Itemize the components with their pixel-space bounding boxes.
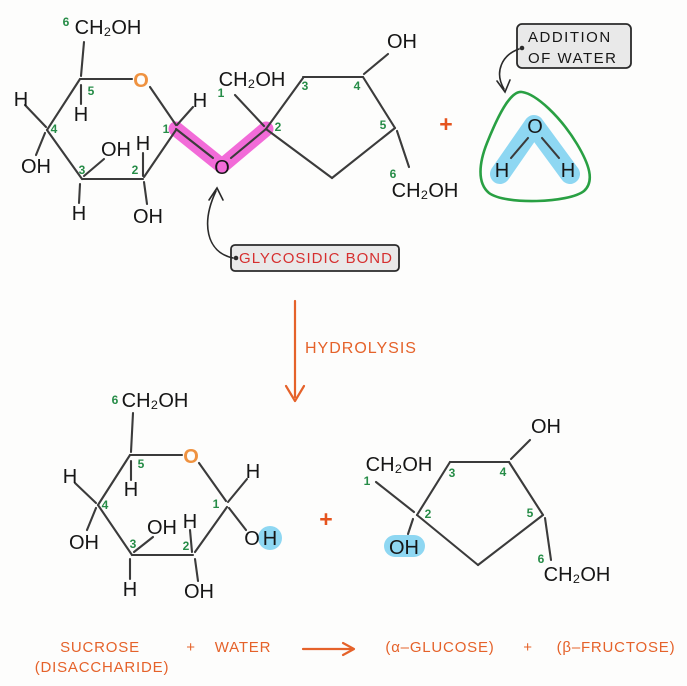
carbon-number-6: 6: [63, 15, 70, 29]
anomeric-oxygen: O: [244, 528, 260, 550]
sucrose-glucose-unit: 6 CH₂OH O 5 H H 4 1 H OH OH H 3 2 H OH O: [14, 15, 274, 228]
h-label: H: [72, 203, 86, 225]
ch2oh-label: CH₂OH: [392, 180, 459, 202]
carbon-number-4: 4: [354, 79, 361, 93]
plus-sign-top: +: [439, 111, 452, 137]
h-label: H: [183, 511, 197, 533]
glucose-bonds: [73, 411, 249, 583]
ring-oxygen: O: [183, 446, 199, 468]
glucose-bonds: [23, 40, 268, 206]
carbon-number-3: 3: [302, 79, 309, 93]
oh-label: OH: [387, 31, 417, 53]
carbon-number-6: 6: [390, 167, 397, 181]
fructose-bonds: [374, 438, 553, 567]
equation-plus-2: +: [523, 639, 533, 656]
equation-beta-fructose: (β–FRUCTOSE): [557, 639, 676, 656]
carbon-number-2: 2: [425, 507, 432, 521]
callout-arrow: [206, 190, 234, 259]
carbon-number-2: 2: [275, 120, 282, 134]
sucrose-fructose-unit: 1 CH₂OH 3 4 2 5 OH 6 CH₂OH: [218, 31, 459, 202]
carbon-number-4: 4: [102, 498, 109, 512]
oh-label: OH: [147, 517, 177, 539]
hydrolysis-arrowhead: [284, 384, 306, 403]
h-label: H: [63, 466, 77, 488]
glycosidic-bond-text: GLYCOSIDIC BOND: [239, 250, 393, 267]
ch2oh-label: CH₂OH: [544, 564, 611, 586]
product-glucose: 6 CH₂OH O 5 H H 4 1 H OH OH H 3 2 H OH O…: [63, 390, 282, 603]
carbon-number-2: 2: [183, 539, 190, 553]
fructose-bonds: [233, 52, 411, 180]
carbon-number-4: 4: [500, 465, 507, 479]
carbon-number-1: 1: [364, 474, 371, 488]
oh-label: OH: [21, 156, 51, 178]
hydrolysis-arrow: HYDROLYSIS: [284, 299, 417, 403]
equation-disaccharide: (DISACCHARIDE): [35, 659, 170, 676]
water-oxygen: O: [527, 116, 543, 138]
oh-label: OH: [133, 206, 163, 228]
carbon-number-6: 6: [112, 393, 119, 407]
plus-sign-bottom: +: [319, 506, 332, 532]
carbon-number-5: 5: [138, 457, 145, 471]
equation-alpha-glucose: (α–GLUCOSE): [385, 639, 494, 656]
callout-arrowhead: [496, 79, 511, 94]
oh-label: OH: [69, 532, 99, 554]
h-label: H: [246, 461, 260, 483]
equation-sucrose: SUCROSE: [60, 639, 140, 656]
h-label: H: [123, 579, 137, 601]
carbon-number-1: 1: [213, 497, 220, 511]
addition-of-water-label: ADDITION OF WATER: [496, 23, 632, 94]
callout-box: [516, 23, 632, 69]
carbon-number-2: 2: [132, 163, 139, 177]
added-oh-highlight: [384, 535, 425, 557]
h-label: H: [14, 89, 28, 111]
carbon-number-4: 4: [51, 122, 58, 136]
water-molecule: O H H: [479, 90, 592, 203]
reaction-arrowhead: [341, 641, 356, 657]
callout-line-2: OF WATER: [528, 50, 618, 67]
water-bonds: [509, 136, 561, 160]
carbon-number-6: 6: [538, 552, 545, 566]
ch2oh-label: CH₂OH: [219, 69, 286, 91]
oh-label: OH: [184, 581, 214, 603]
h-label: H: [124, 479, 138, 501]
callout-line-1: ADDITION: [528, 29, 612, 46]
h-label: H: [136, 133, 150, 155]
carbon-number-5: 5: [88, 84, 95, 98]
water-green-outline: [479, 90, 592, 203]
glycosidic-bond-label: GLYCOSIDIC BOND: [206, 186, 400, 272]
ch2oh-label: CH₂OH: [122, 390, 189, 412]
ch2oh-label: CH₂OH: [366, 454, 433, 476]
callout-anchor-dot: [519, 45, 525, 51]
equation-plus-1: +: [186, 639, 196, 656]
water-hydrogen-left: H: [495, 160, 509, 182]
callout-arrowhead: [208, 186, 224, 201]
water-hydrogen-right: H: [561, 160, 575, 182]
oh-label: OH: [101, 139, 131, 161]
added-h-label: H: [263, 528, 277, 550]
carbon-number-3: 3: [79, 163, 86, 177]
carbon-number-3: 3: [449, 466, 456, 480]
ch2oh-label: CH₂OH: [75, 17, 142, 39]
oh-label: OH: [531, 416, 561, 438]
h-label: H: [193, 90, 207, 112]
glycosidic-oxygen: O: [214, 157, 230, 179]
h-label: H: [74, 104, 88, 126]
ring-oxygen: O: [133, 70, 149, 92]
carbon-number-1: 1: [163, 122, 170, 136]
carbon-number-1: 1: [218, 86, 225, 100]
callout-arrow: [498, 48, 520, 90]
equation-water: WATER: [215, 639, 272, 656]
hydrolysis-text: HYDROLYSIS: [305, 340, 417, 357]
added-oh-label: OH: [389, 537, 419, 559]
reaction-equation: SUCROSE (DISACCHARIDE) + WATER (α–GLUCOS…: [35, 639, 676, 676]
carbon-number-5: 5: [380, 118, 387, 132]
product-fructose: OH CH₂OH 1 3 4 2 5 OH 6 CH₂OH: [364, 416, 611, 586]
callout-anchor-dot: [233, 255, 239, 261]
carbon-number-5: 5: [527, 506, 534, 520]
added-h-highlight: [258, 526, 282, 550]
carbon-number-3: 3: [130, 537, 137, 551]
